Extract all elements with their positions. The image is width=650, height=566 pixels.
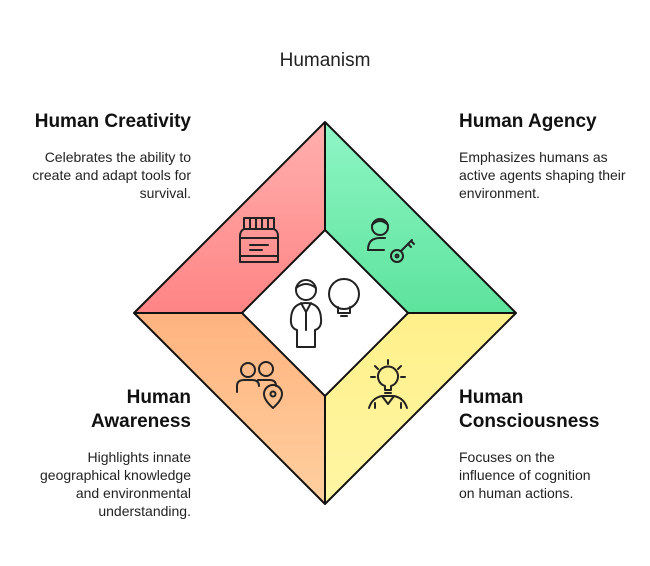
- quadrant-label-consciousness: Human Consciousness Focuses on the influ…: [459, 386, 639, 502]
- creativity-description: Celebrates the ability to create and ada…: [32, 149, 191, 201]
- person-idea-icon: [289, 278, 360, 348]
- person-with-key-icon: [367, 218, 415, 263]
- people-location-icon: [236, 361, 283, 409]
- consciousness-description: Focuses on the influence of cognition on…: [459, 449, 591, 501]
- awareness-description: Highlights innate geographical knowledge…: [40, 449, 191, 519]
- person-lightbulb-icon: [368, 359, 408, 409]
- jar-icon: [239, 217, 279, 263]
- quadrant-label-creativity: Human Creativity Celebrates the ability …: [20, 110, 191, 202]
- agency-description: Emphasizes humans as active agents shapi…: [459, 149, 626, 201]
- consciousness-title: Human Consciousness: [459, 387, 600, 432]
- agency-title: Human Agency: [459, 111, 597, 132]
- diagram-title: Humanism: [279, 50, 371, 71]
- awareness-title: Human Awareness: [91, 387, 191, 432]
- quadrant-label-awareness: Human Awareness Highlights innate geogra…: [20, 386, 191, 520]
- quadrant-label-agency: Human Agency Emphasizes humans as active…: [459, 110, 634, 202]
- creativity-title: Human Creativity: [34, 111, 191, 132]
